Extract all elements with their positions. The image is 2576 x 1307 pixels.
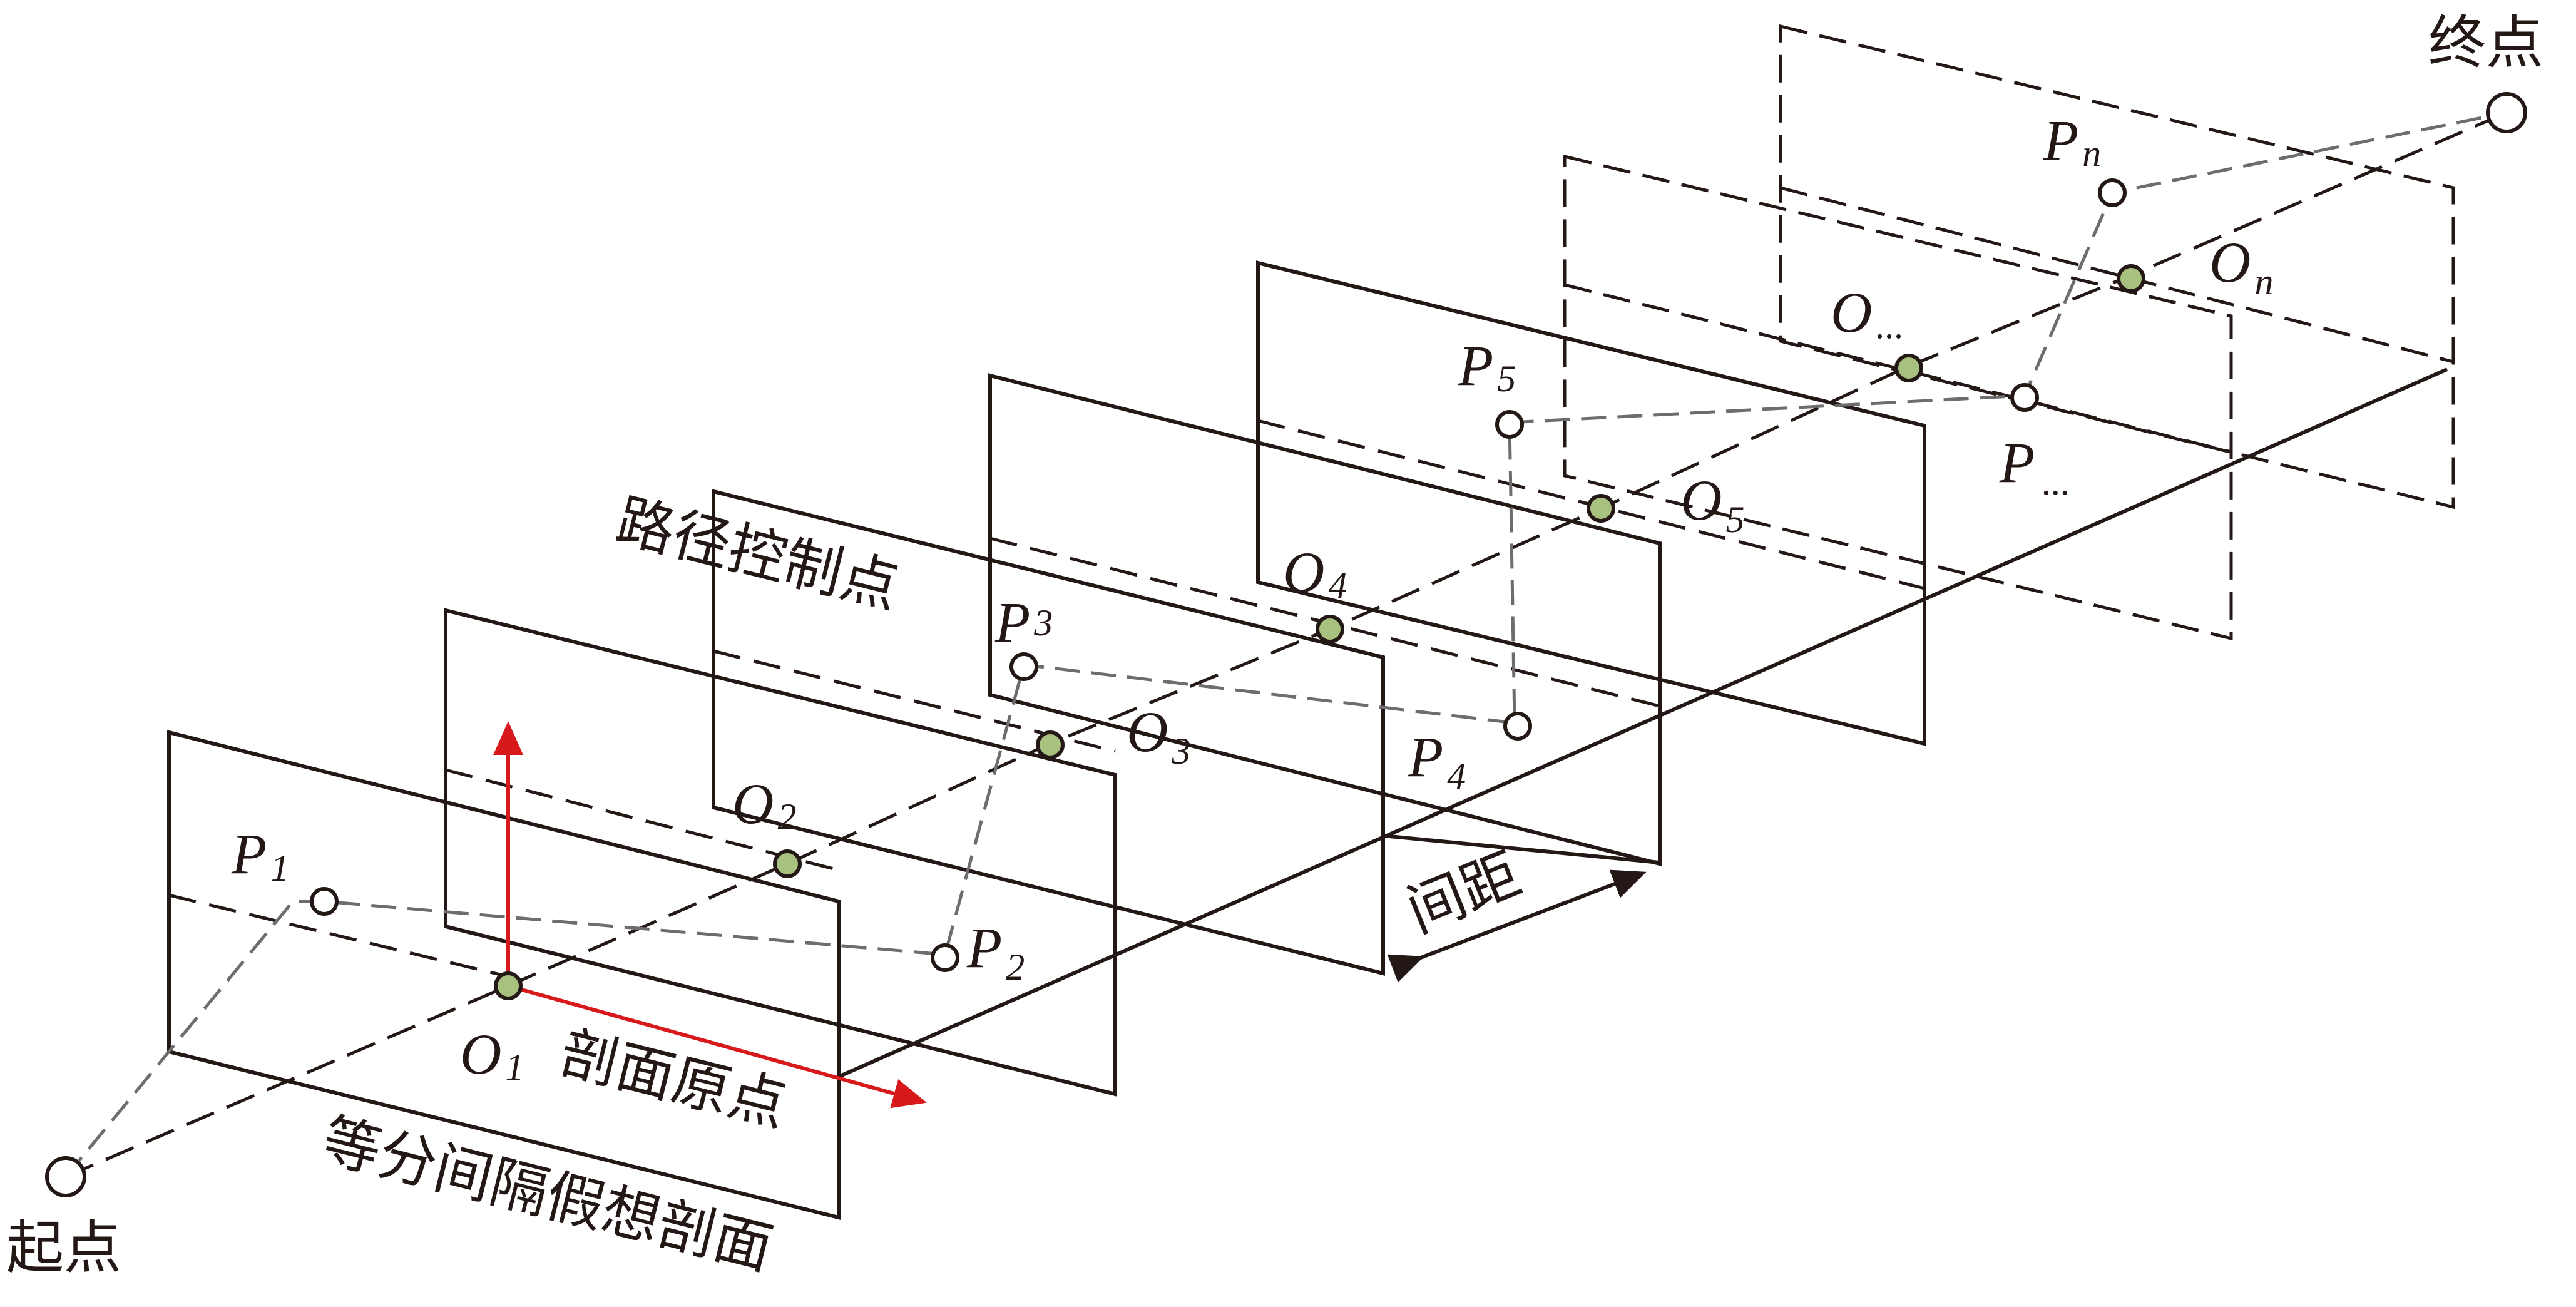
label-spacing: 间距 bbox=[1398, 840, 1530, 945]
section-origin-o4 bbox=[1316, 615, 1344, 643]
section-plane-3 bbox=[712, 489, 1385, 976]
section-plane-5 bbox=[1256, 260, 1926, 746]
control-point-p3 bbox=[1009, 652, 1038, 681]
base-axis bbox=[444, 367, 2448, 1079]
section-origin-o5 bbox=[1587, 494, 1615, 523]
spacing-dimension bbox=[1387, 869, 1647, 983]
label-pdots: P... bbox=[1999, 431, 2070, 503]
origin-axes bbox=[493, 721, 927, 1109]
control-point-p4 bbox=[1503, 712, 1532, 741]
control-point-pn bbox=[2098, 178, 2127, 207]
control-point-pdots bbox=[2010, 383, 2039, 412]
end-point bbox=[2486, 92, 2527, 133]
section-plane-n bbox=[1779, 24, 2455, 510]
control-path bbox=[64, 111, 2507, 1178]
label-sections: 等分间隔假想剖面 bbox=[316, 1107, 779, 1283]
label-end: 终点 bbox=[2428, 9, 2543, 76]
start-point bbox=[45, 1156, 86, 1197]
label-odots: O... bbox=[1831, 280, 1904, 346]
section-origin-on bbox=[2117, 264, 2145, 293]
section-origin-odots bbox=[1894, 354, 1923, 382]
text-labels: 起点 终点 路径控制点 剖面原点 等分间隔假想剖面 间距 bbox=[6, 9, 2543, 1283]
section-plane-4 bbox=[988, 373, 1662, 866]
control-point-p5 bbox=[1495, 410, 1524, 439]
control-point-p1 bbox=[310, 887, 339, 916]
control-point-p2 bbox=[931, 943, 959, 972]
label-section-origin: 剖面原点 bbox=[554, 1019, 794, 1140]
section-origins bbox=[494, 264, 2145, 1000]
section-origin-o1 bbox=[494, 971, 523, 1000]
section-origin-o3 bbox=[1036, 730, 1065, 759]
section-plane-1 bbox=[167, 730, 841, 1220]
control-points bbox=[310, 178, 2127, 972]
section-origin-o2 bbox=[773, 849, 802, 878]
section-plane-dots bbox=[1563, 154, 2233, 641]
label-control-points: 路径控制点 bbox=[610, 487, 906, 622]
label-start: 起点 bbox=[6, 1214, 121, 1281]
